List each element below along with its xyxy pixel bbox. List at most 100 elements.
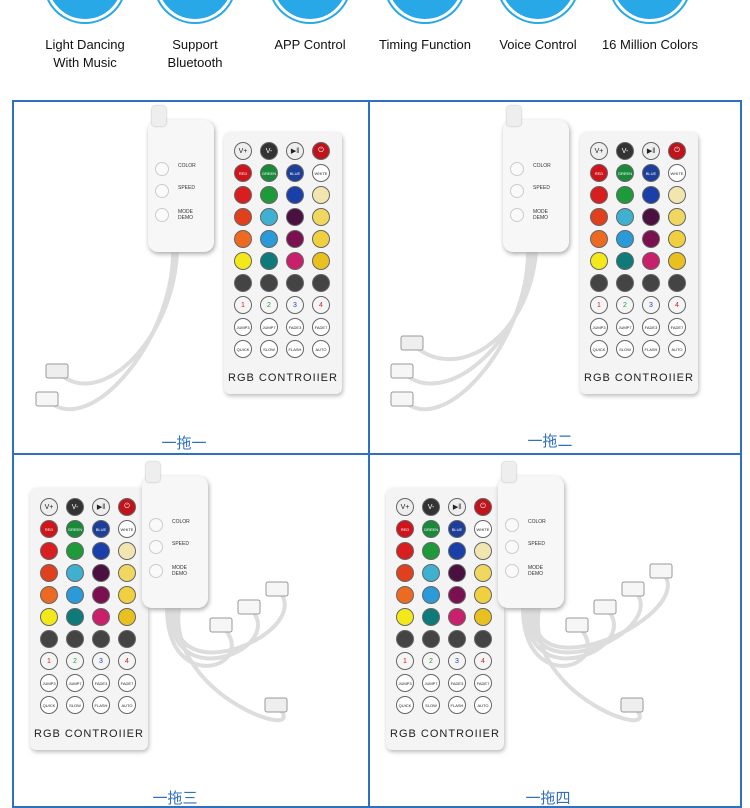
remote-button: RED (40, 520, 58, 538)
remote-button (234, 252, 252, 270)
mode-button[interactable] (505, 564, 519, 578)
remote-button: FLASH (642, 340, 660, 358)
feature-label: Voice Control (499, 37, 577, 52)
remote-button (286, 186, 304, 204)
remote-button: SLOW (260, 340, 278, 358)
remote-title: RGB CONTROIIER (34, 728, 144, 740)
remote-button (396, 586, 414, 604)
speed-button[interactable] (505, 540, 519, 554)
remote-button: V+ (40, 498, 58, 516)
color-label: COLOR (533, 163, 551, 169)
remote-button (668, 186, 686, 204)
remote-title: RGB CONTROIIER (584, 372, 694, 384)
remote-button (668, 230, 686, 248)
remote-button: 1 (234, 296, 252, 314)
remote-button (422, 630, 440, 648)
color-button[interactable] (505, 518, 519, 532)
remote-button: V- (422, 498, 440, 516)
cable (401, 251, 534, 386)
remote-button: AUTO (474, 696, 492, 714)
remote-button (286, 230, 304, 248)
remote-button (616, 230, 634, 248)
rgb-connector (35, 391, 59, 407)
remote-button: BLUE (642, 164, 660, 182)
remote-button (92, 564, 110, 582)
remote-button: FLASH (448, 696, 466, 714)
remote-button (40, 608, 58, 626)
panel-caption: 一拖四 (525, 790, 571, 807)
remote-button (40, 586, 58, 604)
remote-button (260, 274, 278, 292)
color-button[interactable] (510, 162, 524, 176)
cable (165, 607, 234, 668)
power-connector (264, 697, 288, 713)
remote-button (590, 252, 608, 270)
remote-button (66, 586, 84, 604)
remote-button (286, 274, 304, 292)
remote-button (668, 252, 686, 270)
remote-button: 1 (396, 652, 414, 670)
speed-button[interactable] (155, 184, 169, 198)
cable (168, 606, 260, 661)
remote-button: QUICK (590, 340, 608, 358)
remote-button (474, 564, 492, 582)
remote-button: FADE3 (448, 674, 466, 692)
feature-label: 16 Million Colors (601, 37, 699, 52)
remote-button (422, 586, 440, 604)
mode-button[interactable] (155, 208, 169, 222)
rgb-connector (265, 581, 289, 597)
remote-button (474, 608, 492, 626)
speed-button[interactable] (149, 540, 163, 554)
mode-button[interactable] (510, 208, 524, 222)
cable (176, 607, 286, 723)
remote-button: SLOW (616, 340, 634, 358)
remote-button: ▶‖ (642, 142, 660, 160)
mode-button[interactable] (149, 564, 163, 578)
remote-button (590, 186, 608, 204)
remote-button (260, 230, 278, 248)
rgb-connector (621, 581, 645, 597)
remote-button: FADE7 (474, 674, 492, 692)
remote-button (260, 208, 278, 226)
remote-button (668, 274, 686, 292)
rgb-connector (565, 617, 589, 633)
remote-button (92, 630, 110, 648)
remote-button: 4 (312, 296, 330, 314)
color-button[interactable] (155, 162, 169, 176)
remote-button: JUMP7 (260, 318, 278, 336)
color-label: COLOR (528, 519, 546, 525)
color-button[interactable] (149, 518, 163, 532)
remote-button (234, 186, 252, 204)
remote-button (616, 252, 634, 270)
remote-button (448, 630, 466, 648)
remote-button (396, 630, 414, 648)
speed-button[interactable] (510, 184, 524, 198)
remote-button (40, 564, 58, 582)
remote-button: V- (66, 498, 84, 516)
antenna (502, 462, 516, 482)
cable (528, 588, 643, 655)
remote-button: 3 (448, 652, 466, 670)
remote-button (668, 208, 686, 226)
color-label: COLOR (172, 519, 190, 525)
remote-button: RED (396, 520, 414, 538)
remote-button: JUMP3 (590, 318, 608, 336)
remote-button (474, 586, 492, 604)
remote-button (260, 252, 278, 270)
remote-button: FADE7 (312, 318, 330, 336)
remote-button: FLASH (92, 696, 110, 714)
remote-button (260, 186, 278, 204)
remote-button: JUMP7 (422, 674, 440, 692)
antenna (146, 462, 160, 482)
remote-button: ▶‖ (286, 142, 304, 160)
remote-button (642, 274, 660, 292)
remote-button: ▶‖ (92, 498, 110, 516)
remote-button: 4 (118, 652, 136, 670)
speed-label: SPEED (178, 185, 195, 191)
panel-caption: 一拖二 (527, 433, 573, 450)
